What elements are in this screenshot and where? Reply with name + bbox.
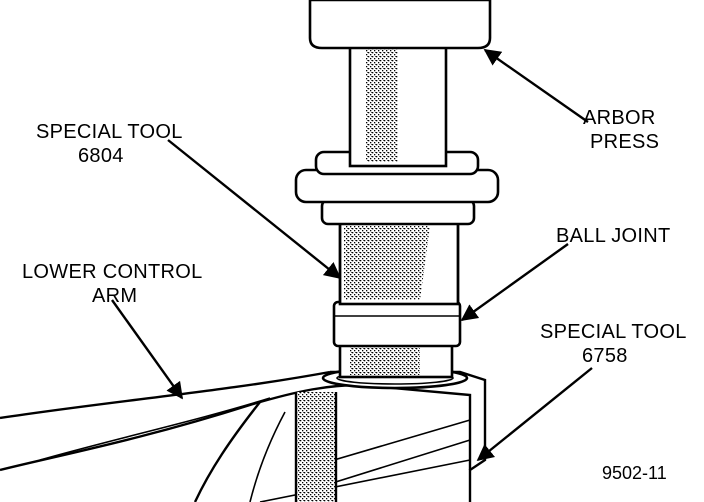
ball-joint-label: BALL JOINT [556,225,671,247]
special-tool-6758-leader [476,367,593,462]
lower-control-arm-label-line1: LOWER CONTROL [22,261,203,283]
special-tool-6804-label-line2: 6804 [78,145,124,167]
special-tool-6804 [294,150,500,306]
special-tool-6804-leader [167,139,342,280]
arbor-press-leader [483,49,589,123]
special-tool-6804-label-line1: SPECIAL TOOL [36,121,183,143]
arbor-press-label-line1: ARBOR [583,107,656,129]
special-tool-6758-label-line1: SPECIAL TOOL [540,321,687,343]
leader-lines [111,49,593,462]
arbor-press [308,0,492,168]
special-tool-6758-label-line2: 6758 [582,345,628,367]
lower-control-arm [0,370,487,502]
lower-control-arm-label-line2: ARM [92,285,137,307]
labels: ARBOR PRESS SPECIAL TOOL 6804 BALL JOINT… [22,107,687,483]
ball-joint-leader [460,243,569,321]
arbor-press-label-line2: PRESS [590,131,659,153]
lower-control-arm-leader [111,299,183,400]
ball-joint [332,300,462,379]
figure-number: 9502-11 [602,463,667,483]
